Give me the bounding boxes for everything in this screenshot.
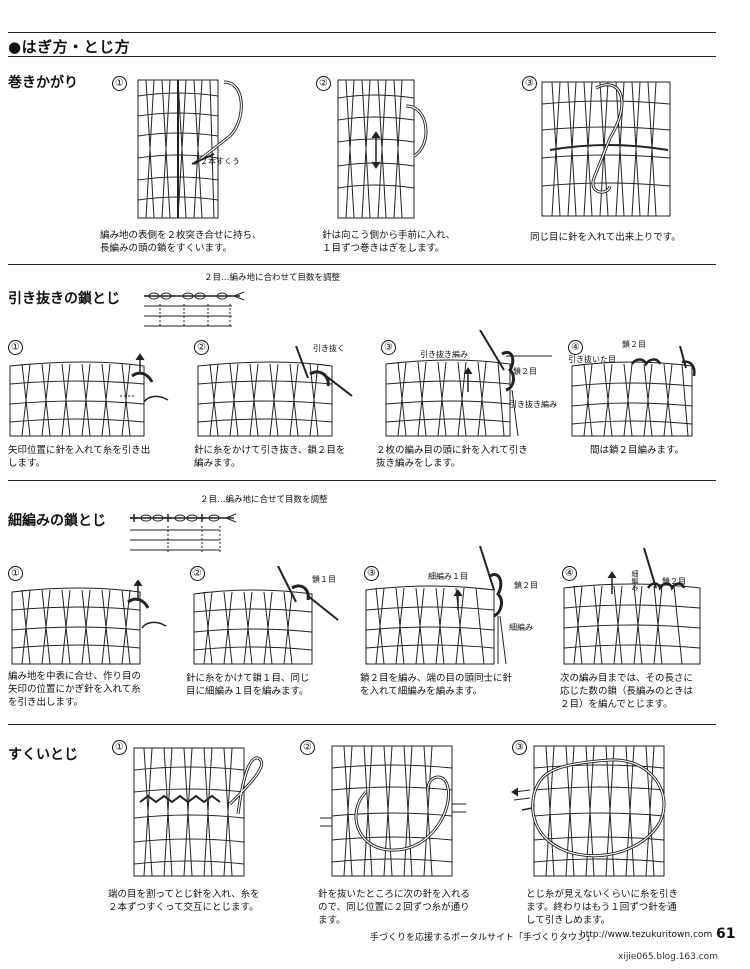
slip-chain-figure-1 — [9, 353, 169, 437]
step-number: ② — [194, 340, 209, 355]
label-pull-through: 引き抜く — [313, 344, 345, 353]
label-chain-2d: 鎖２目 — [662, 577, 686, 586]
label-sc-1: 細編み１目 — [428, 572, 468, 581]
label-chain-1: 鎖１目 — [312, 575, 336, 584]
diagram-note: ２目…編み地に合せて目数を調整 — [200, 495, 328, 505]
whipstitch-figure-2 — [337, 79, 428, 219]
title-rule — [8, 56, 716, 57]
caption-komaami-2: 針に糸をかけて鎖１目、同じ 目に細編み１目を編みます。 — [186, 673, 310, 697]
sc-chain-figure-1 — [11, 580, 167, 665]
step-number: ② — [190, 566, 205, 581]
label-sc: 細編み — [509, 623, 533, 632]
slip-chain-figure-3 — [385, 330, 552, 437]
label-chain-2: 鎖２目 — [513, 367, 537, 376]
step-number: ② — [316, 76, 331, 91]
mattress-figure-2 — [320, 745, 466, 877]
label-pulled-stitch: 引き抜いた目 — [568, 355, 616, 364]
section-rule — [8, 480, 716, 481]
diagram-note: ２目…編み地に合わせて目数を調整 — [204, 273, 341, 283]
sc-chain-figure-4 — [563, 548, 701, 665]
caption-sukui-1: 端の目を割ってとじ針を入れ、糸を ２本ずつすくって交互にとじます。 — [108, 889, 260, 913]
stitch-chart-slip — [144, 291, 245, 328]
section-title-sukui: すくいとじ — [8, 747, 78, 763]
label-sc-vertical: 細編み — [631, 570, 639, 591]
step-number: ③ — [522, 76, 537, 91]
footer-url[interactable]: http://www.tezukuritown.com — [580, 930, 713, 940]
step-number: ① — [8, 340, 23, 355]
label-two-strands: ２本すくう — [200, 157, 240, 166]
page-number: 61 — [716, 926, 736, 942]
sc-chain-figure-3 — [365, 546, 507, 665]
mattress-figure-1 — [133, 747, 264, 877]
footer-portal-text: 手づくりを応援するポータルサイト「手づくりタウン」 — [370, 933, 596, 943]
section-title-hikinuki: 引き抜きの鎖とじ — [8, 291, 120, 307]
step-number: ③ — [364, 566, 379, 581]
step-number: ③ — [381, 340, 396, 355]
section-title-maki: 巻きかがり — [8, 75, 78, 91]
caption-komaami-3: 鎖２目を編み、端の目の頭同士に針 を入れて細編みを編みます。 — [360, 673, 513, 697]
mattress-figure-3 — [511, 745, 666, 877]
label-chain-2b: 鎖２目 — [622, 340, 646, 349]
step-number: ③ — [512, 740, 527, 755]
caption-maki-2: 針は向こう側から手前に入れ、 １目ずつ巻きはぎをします。 — [322, 230, 456, 254]
caption-komaami-4: 次の編み目までは、その長さに 応じた数の鎖（長編みのときは ２目）を編んでとじま… — [560, 673, 694, 710]
caption-maki-1: 編み地の表側を２枚突き合せに持ち、 長編みの頭の鎖をすくいます。 — [100, 230, 262, 254]
step-number: ④ — [568, 340, 583, 355]
top-rule — [8, 32, 716, 33]
section-rule — [8, 724, 716, 725]
step-number: ④ — [562, 566, 577, 581]
stitch-chart-sc — [130, 513, 237, 554]
caption-hikinuki-1: 矢印位置に針を入れて糸を引き出 します。 — [8, 445, 151, 469]
label-slip-stitch-2: 引き抜き編み — [509, 400, 557, 409]
whipstitch-figure-1 — [137, 79, 243, 219]
caption-sukui-3: とじ糸が見えないくらいに糸を引き ます。終わりはもう１回ずつ針を通 して引きしめ… — [526, 889, 679, 926]
slip-chain-figure-2 — [197, 346, 353, 437]
caption-hikinuki-4: 間は鎖２目編みます。 — [590, 445, 685, 456]
sc-chain-figure-2 — [193, 566, 339, 665]
caption-hikinuki-3: ２枚の編み目の頭に針を入れて引き 抜き編みをします。 — [376, 445, 528, 469]
label-chain-2c: 鎖２目 — [514, 581, 538, 590]
caption-sukui-2: 針を抜いたところに次の針を入れる ので、同じ位置に２回ずつ糸が通り ます。 — [318, 889, 471, 926]
watermark: xijie065.blog.163.com — [618, 952, 718, 962]
page-title: ●はぎ方・とじ方 — [8, 38, 131, 56]
whipstitch-figure-3 — [541, 81, 671, 217]
caption-komaami-1: 編み地を中表に合せ、作り目の 矢印の位置にかぎ針を入れて糸 を引き出します。 — [8, 671, 142, 708]
caption-hikinuki-2: 針に糸をかけて引き抜き、鎖２目を 編みます。 — [194, 445, 346, 469]
step-number: ① — [112, 740, 127, 755]
step-number: ① — [8, 566, 23, 581]
caption-maki-3: 同じ目に針を入れて出来上りです。 — [530, 232, 681, 243]
step-number: ① — [112, 76, 127, 91]
section-rule — [8, 264, 716, 265]
label-slip-stitch: 引き抜き編み — [420, 350, 468, 359]
step-number: ② — [300, 740, 315, 755]
section-title-komaami: 細編みの鎖とじ — [8, 513, 106, 529]
slip-chain-figure-4 — [571, 346, 696, 437]
